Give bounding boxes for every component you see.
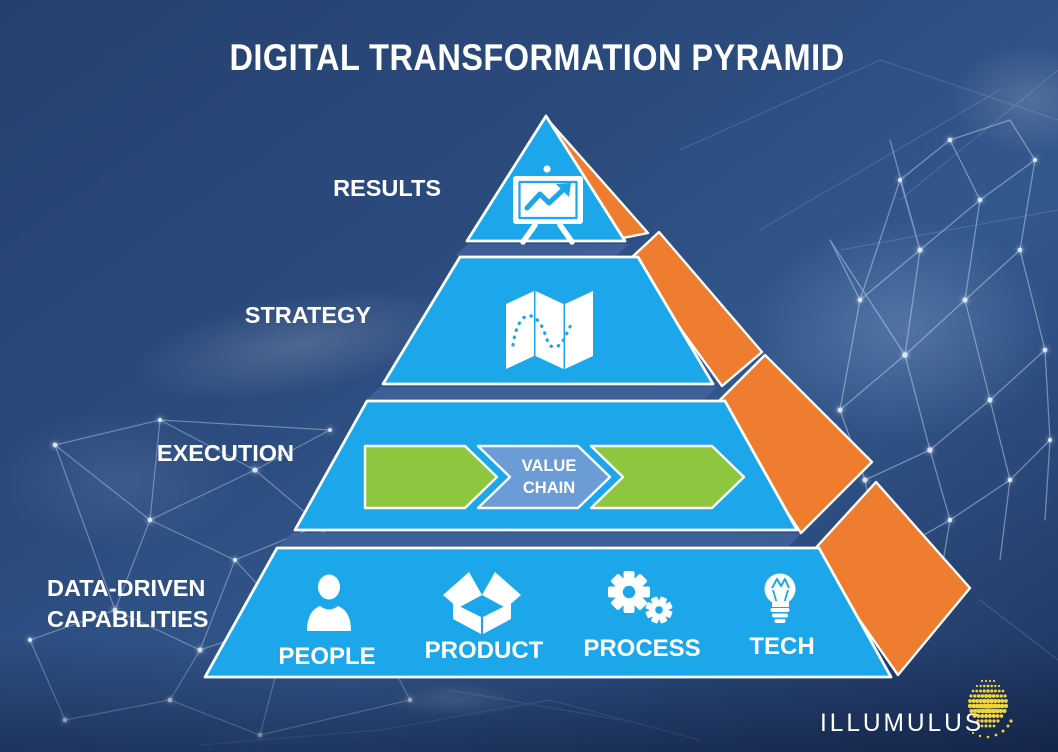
value-chain-arrows	[363, 444, 746, 510]
page-title: DIGITAL TRANSFORMATION PYRAMID	[230, 37, 845, 78]
category-label-people: PEOPLE	[278, 643, 375, 670]
tier-gap-slabs	[278, 244, 802, 547]
tier-labels: RESULTS STRATEGY EXECUTION DATA-DRIVEN C…	[47, 175, 441, 632]
pyramid-side-faces	[547, 119, 972, 677]
chevron-left	[363, 444, 499, 510]
tier-label-capabilities-line2: CAPABILITIES	[47, 606, 208, 632]
tier-label-strategy: STRATEGY	[245, 302, 372, 328]
brand-logo: ILLUMULUS	[820, 679, 1013, 739]
person-icon	[307, 574, 351, 631]
chevron-right	[589, 444, 746, 510]
value-chain-label-line1: VALUE	[522, 457, 577, 475]
chevron-center	[476, 444, 612, 510]
dotted-globe-icon	[967, 679, 1013, 739]
tier-label-execution: EXECUTION	[157, 440, 294, 466]
tier-capabilities-face	[203, 546, 893, 679]
category-label-process: PROCESS	[583, 635, 700, 662]
tier-label-capabilities-line1: DATA-DRIVEN	[47, 575, 205, 601]
tier-label-results: RESULTS	[333, 175, 441, 201]
lightbulb-icon	[764, 573, 796, 623]
open-box-icon	[443, 572, 521, 634]
pyramid: ✈ VALUE CHAIN	[203, 114, 972, 679]
presentation-growth-chart-icon	[513, 165, 583, 245]
category-label-product: PRODUCT	[425, 637, 544, 664]
brand-name: ILLUMULUS	[820, 709, 984, 737]
category-label-tech: TECH	[749, 633, 814, 660]
tier-strategy-side	[628, 230, 764, 388]
gears-icon	[608, 571, 673, 624]
value-chain-label-line2: CHAIN	[523, 479, 575, 497]
roadmap-route-icon: ✈	[506, 291, 593, 369]
tier-capabilities-side	[810, 480, 972, 677]
